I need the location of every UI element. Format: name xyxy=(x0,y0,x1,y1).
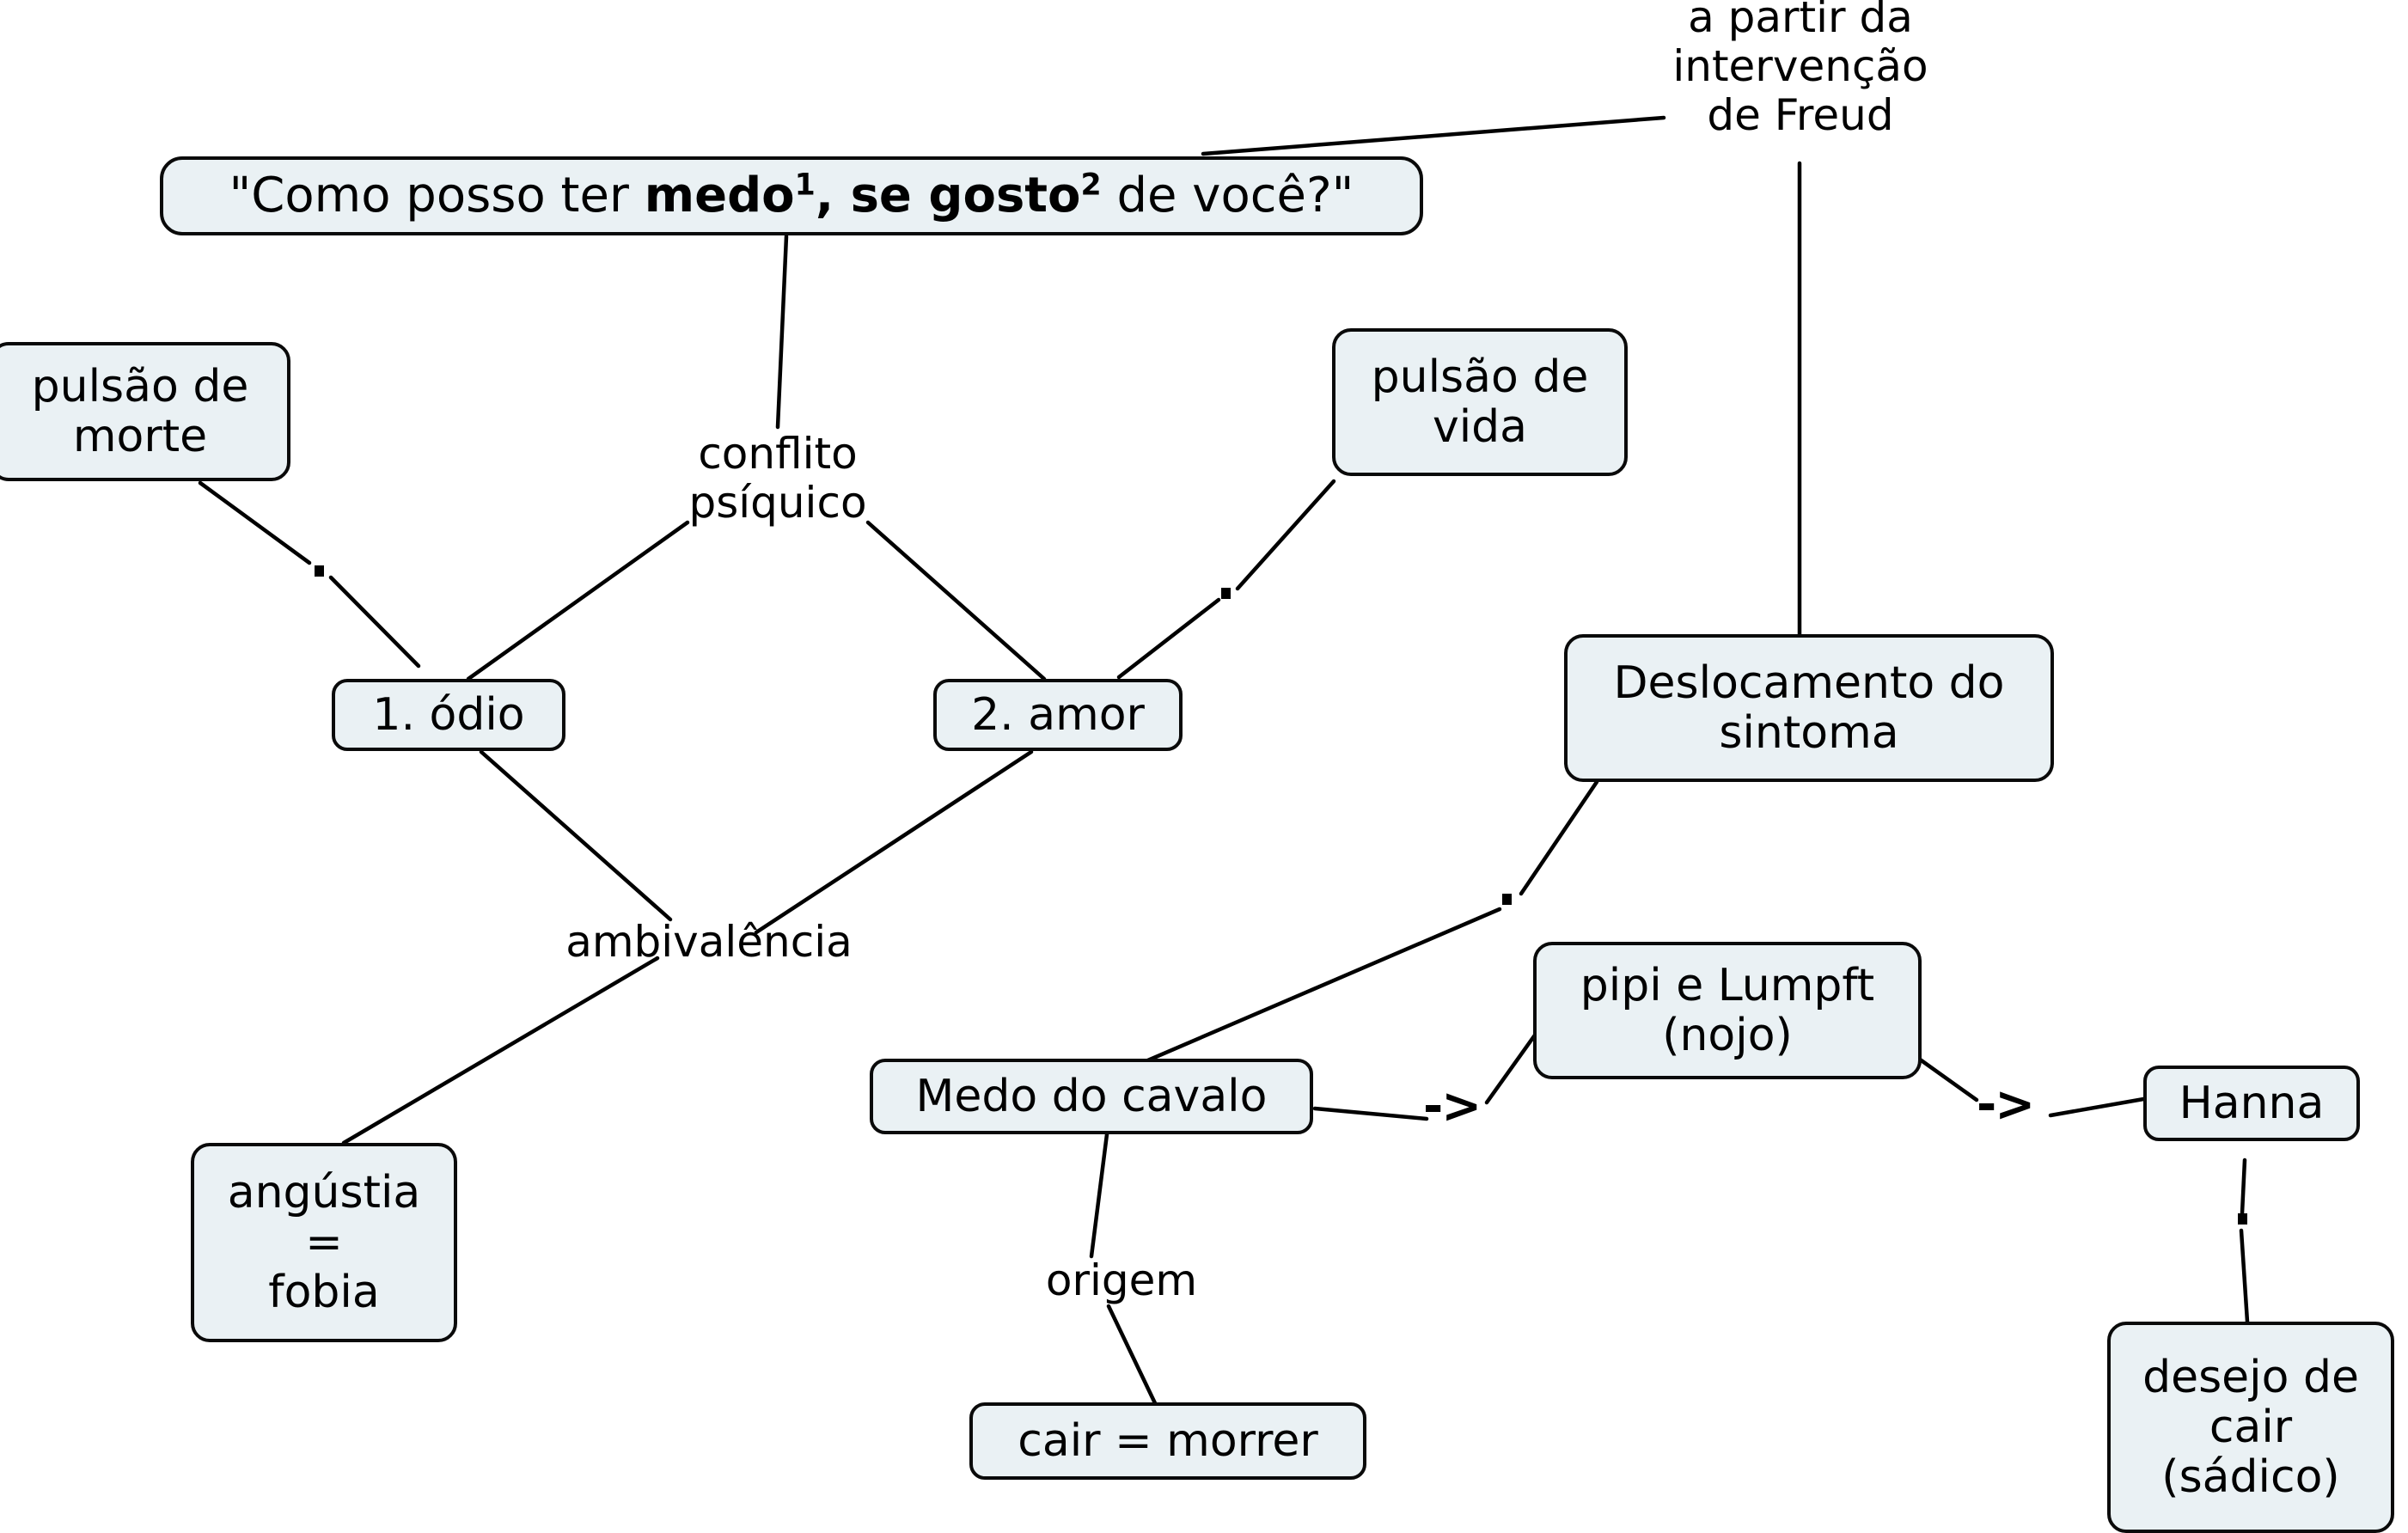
edge-pipi-to-arrow2 xyxy=(1914,1054,1979,1102)
quote-sup-2: 2 xyxy=(1080,167,1102,202)
edge-label-conflito-psiquico: conflito psíquico xyxy=(688,429,867,528)
edge-pulsaomorte-to-odio-a xyxy=(198,480,312,565)
quote-text: "Como posso ter medo1, se gosto2 de você… xyxy=(229,167,1354,223)
edge-label-arrow-cavalo-to-pipi: -> xyxy=(1423,1078,1482,1134)
edge-dot-hanna-desejo xyxy=(2238,1213,2247,1225)
edge-odio-to-ambivalencia xyxy=(479,749,673,922)
node-deslocamento-do-sintoma[interactable]: Deslocamento do sintoma xyxy=(1564,634,2054,782)
edge-pulsaovida-to-amor-a xyxy=(1235,479,1336,591)
node-hanna[interactable]: Hanna xyxy=(2143,1066,2360,1141)
edge-origem-to-cairmorrer xyxy=(1106,1304,1158,1408)
edge-dot-pulsaovida-amor xyxy=(1221,588,1231,599)
edge-hanna-to-desejo-a xyxy=(2240,1157,2247,1216)
node-pulsao-de-vida[interactable]: pulsão de vida xyxy=(1332,328,1628,476)
edge-dot-deslocamento-medocavalo xyxy=(1502,894,1512,905)
node-quote[interactable]: "Como posso ter medo1, se gosto2 de você… xyxy=(160,156,1423,235)
edge-medocavalo-to-origem xyxy=(1089,1132,1109,1259)
edge-conflito-to-odio xyxy=(466,520,690,681)
edge-pulsaomorte-to-odio-b xyxy=(328,575,421,669)
node-desejo-de-cair[interactable]: desejo de cair (sádico) xyxy=(2107,1322,2394,1533)
edge-label-a-partir-da-intervencao-de-freud: a partir da intervenção de Freud xyxy=(1672,0,1928,140)
node-odio[interactable]: 1. ódio xyxy=(332,679,565,751)
edge-deslocamento-to-medocavalo-a xyxy=(1519,779,1599,896)
edge-ambivalencia-to-angustia xyxy=(341,956,660,1145)
node-angustia-fobia[interactable]: angústia = fobia xyxy=(191,1143,457,1342)
node-pipi-e-lumpft[interactable]: pipi e Lumpft (nojo) xyxy=(1533,942,1922,1079)
edge-pulsaovida-to-amor-b xyxy=(1116,597,1221,680)
edge-conflito-to-amor xyxy=(865,520,1047,681)
quote-bold-medo: medo xyxy=(644,167,795,223)
edge-medocavalo-to-arrow xyxy=(1312,1106,1429,1121)
quote-sup-1: 1 xyxy=(794,167,816,202)
edge-quote-to-conflito xyxy=(775,234,789,430)
quote-bold-gosto: gosto xyxy=(928,167,1081,223)
node-medo-do-cavalo[interactable]: Medo do cavalo xyxy=(870,1059,1313,1134)
node-amor[interactable]: 2. amor xyxy=(933,679,1183,751)
node-cair-morrer[interactable]: cair = morrer xyxy=(969,1402,1366,1480)
edge-deslocamento-to-medocavalo-b xyxy=(1123,907,1502,1072)
node-pulsao-de-morte[interactable]: pulsão de morte xyxy=(0,342,290,481)
edge-amor-to-ambivalencia xyxy=(754,749,1034,935)
edge-hanna-to-desejo-b xyxy=(2239,1228,2250,1324)
edge-dot-pulsaomorte-odio xyxy=(315,565,324,577)
edge-label-origem: origem xyxy=(1045,1255,1198,1305)
quote-mid: , se xyxy=(815,167,929,223)
quote-suffix: de você?" xyxy=(1101,167,1354,223)
edge-freud-to-quote xyxy=(1201,115,1666,156)
edge-arrow2-to-hanna xyxy=(2048,1096,2151,1118)
edge-label-ambivalencia: ambivalência xyxy=(565,917,853,967)
quote-prefix: "Como posso ter xyxy=(229,167,645,223)
edge-label-arrow-pipi-to-hanna: -> xyxy=(1977,1077,2035,1133)
